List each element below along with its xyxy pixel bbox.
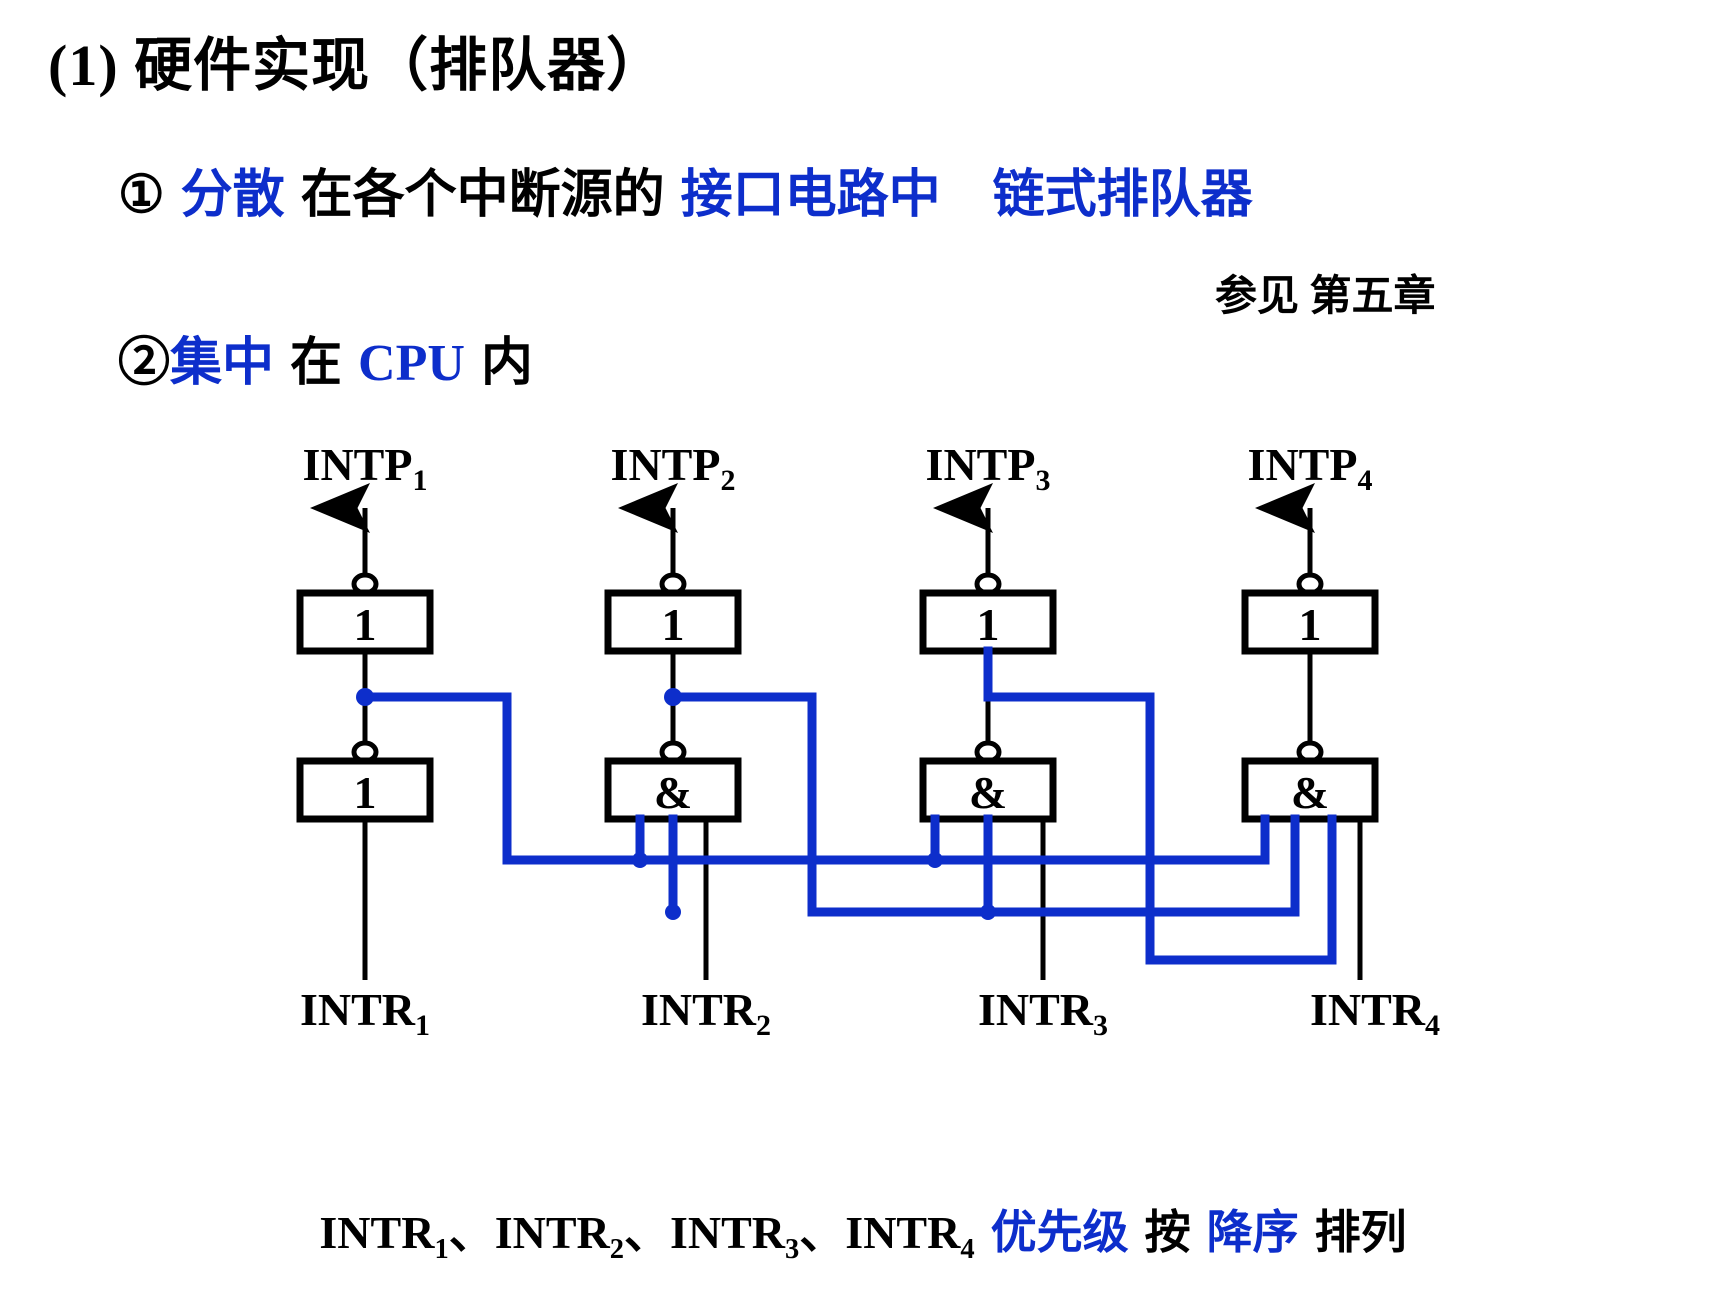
label-intr-2: INTR2 [641,984,771,1042]
footer-arrange-word: 排列 [1314,1207,1407,1258]
gate-box-bottom-3 [919,757,1057,823]
bullet-1-black-text: 在各个中断源的 [300,167,665,224]
page-title: (1) 硬件实现（排队器） [48,33,666,98]
footer-intr-2: INTR [494,1207,610,1258]
junction-dot-bus2-col2 [665,904,681,920]
gate-top-3-symbol: 1 [977,599,1000,650]
circuit-column-4: 1 & [1241,483,1379,980]
wire-col3-tap-down [983,692,1155,965]
gate-box-bottom-4 [1241,757,1379,823]
footer-intr-3: INTR [670,1207,786,1258]
blue-junction-dots [632,852,996,920]
footer-intr-4: INTR [845,1207,961,1258]
junction-dot-bus1-col2 [632,852,648,868]
bullet-2-blue-cpu: CPU [358,335,465,392]
footer-intr-1-sub: 1 [434,1234,449,1266]
bullet-1-blue-keyword: 分散 [180,167,285,224]
footer-sep-3: 、 [799,1207,846,1258]
gate-box-top-2 [604,589,742,655]
label-intp-4: INTP4 [1248,439,1373,497]
bullet-1-blue-note: 链式排队器 [992,167,1253,224]
bullet-2-marker: ② [118,335,171,392]
junction-dot-bus2-col3 [980,904,996,920]
label-intr-1: INTR1 [300,984,430,1042]
label-intp-2: INTP2 [611,439,736,497]
gate-box-top-3 [919,589,1057,655]
priority-encoder-circuit-diagram: 1 1 1 & 1 & 1 [0,400,1726,1080]
footer-descending-keyword: 降序 [1206,1207,1299,1258]
blue-inhibit-wiring [360,646,1337,965]
port-labels: INTP1 INTP2 INTP3 INTP4 INTR1 INTR2 INTR… [300,439,1440,1042]
label-intp-3: INTP3 [926,439,1051,497]
junction-dot-bus1-col3 [927,852,943,868]
footer-intr-2-sub: 2 [609,1234,624,1266]
bullet-item-1: ① 分散在各个中断源的接口电路中链式排队器 [118,152,1253,227]
circuit-column-3: 1 & [919,483,1057,980]
bullet-2-blue-keyword: 集中 [170,335,275,392]
footer-intr-4-sub: 4 [960,1234,975,1266]
bullet-1-blue-target: 接口电路中 [680,167,941,224]
wire-col2-tap-down [668,692,817,917]
footer-intr-1: INTR [319,1207,435,1258]
wire-col1-tap-down [360,692,512,865]
gate-bottom-4-symbol: & [1291,767,1329,818]
gate-top-2-symbol: 1 [662,599,685,650]
circuit-column-1: 1 1 [296,483,434,980]
bullet-2-black-text: 在 [290,335,343,392]
gate-bottom-2-symbol: & [654,767,692,818]
gate-top-1-symbol: 1 [354,599,377,650]
footer-sep-1: 、 [448,1207,495,1258]
gate-box-top-1 [296,589,434,655]
footer-sep-2: 、 [624,1207,670,1258]
footer-by-word: 按 [1144,1207,1191,1258]
see-chapter-note: 参见 第五章 [1215,274,1436,320]
bullet-1-marker: ① [118,167,165,224]
label-intr-4: INTR4 [1310,984,1440,1042]
gate-bottom-1-symbol: 1 [354,767,377,818]
bullet-2-black-tail: 内 [480,335,533,392]
footer-intr-3-sub: 3 [785,1234,800,1266]
gate-top-4-symbol: 1 [1299,599,1322,650]
gate-bottom-3-symbol: & [969,767,1007,818]
label-intp-1: INTP1 [303,439,428,497]
circuit-column-2: 1 & [604,483,742,980]
footer-priority-keyword: 优先级 [990,1207,1129,1258]
label-intr-3: INTR3 [978,984,1108,1042]
bullet-item-2: ②集中在 CPU 内 [118,320,533,395]
